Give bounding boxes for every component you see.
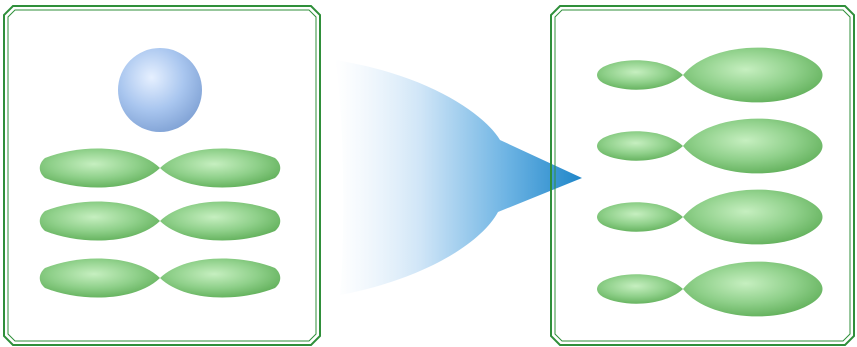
right-panel (550, 5, 855, 346)
p-orbital-lobe-left (39, 258, 160, 298)
p-orbital-lobe-left (39, 148, 160, 188)
p-orbital-lobe-left (39, 201, 160, 241)
right-arrow-icon (335, 60, 582, 295)
hybrid-orbital-large-lobe (683, 189, 823, 245)
p-orbital-lobe-right (160, 258, 281, 298)
hybrid-orbital-small-lobe (597, 202, 683, 232)
hybrid-orbital (597, 47, 823, 103)
hybrid-orbital-small-lobe (597, 60, 683, 90)
hybrid-orbital-large-lobe (683, 47, 823, 103)
hybrid-orbital (597, 118, 823, 174)
hybrid-orbital-small-lobe (597, 131, 683, 161)
hybrid-orbital-small-lobe (597, 274, 683, 304)
p-orbital-pair (39, 148, 281, 188)
right-panel-frame-inner (554, 9, 851, 342)
right-panel-frame-outer (550, 5, 855, 346)
p-orbital-lobe-right (160, 148, 281, 188)
p-orbital-pair (39, 258, 281, 298)
s-orbital-sphere (118, 48, 202, 132)
hybrid-orbital (597, 261, 823, 317)
left-panel (3, 5, 321, 346)
transition-arrow (335, 60, 582, 295)
hybrid-orbital-large-lobe (683, 261, 823, 317)
hybrid-orbital (597, 189, 823, 245)
p-orbital-lobe-right (160, 201, 281, 241)
left-panel-frame-inner (7, 9, 317, 342)
left-panel-frame-outer (3, 5, 321, 346)
hybrid-orbital-large-lobe (683, 118, 823, 174)
p-orbital-pair (39, 201, 281, 241)
